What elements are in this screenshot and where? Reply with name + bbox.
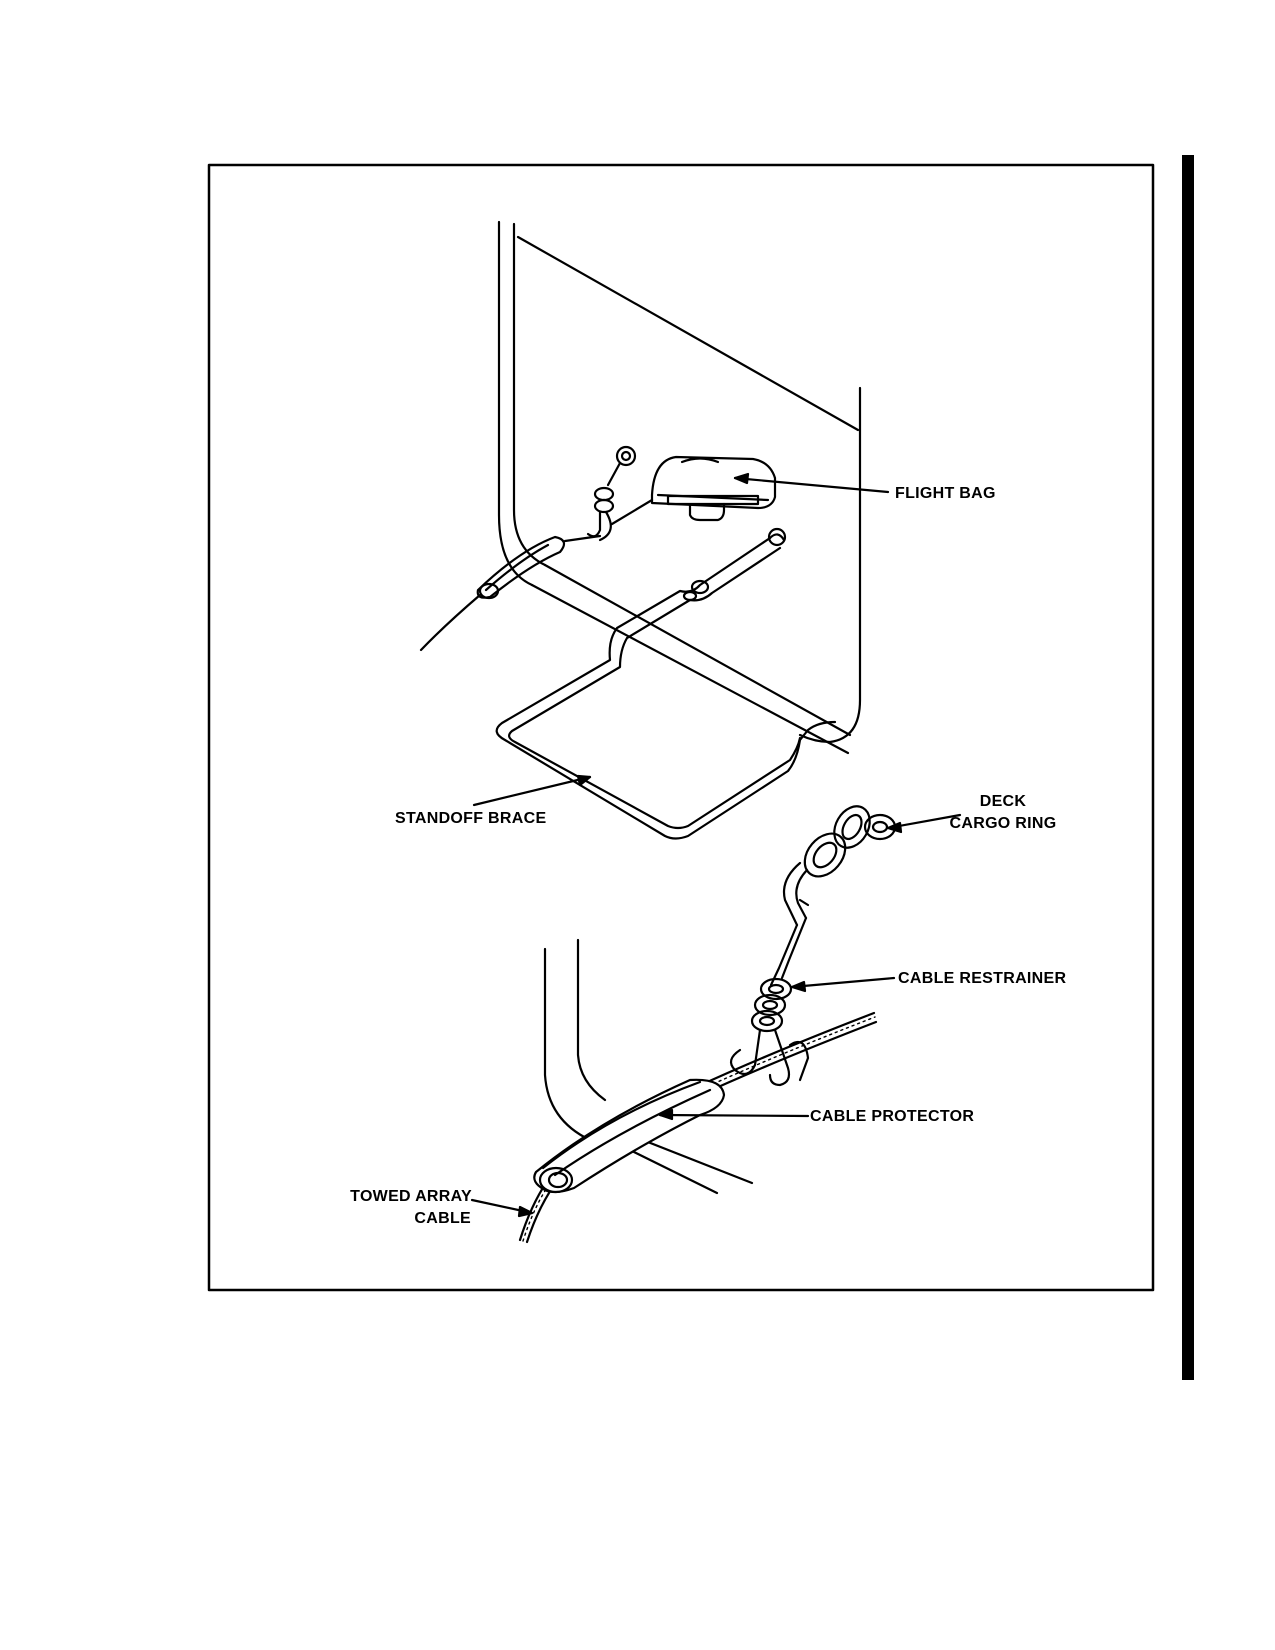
label-cable-restrainer: CABLE RESTRAINER	[898, 970, 1067, 987]
upper-cable-protector	[476, 535, 566, 600]
deck-cargo-ring	[803, 805, 897, 878]
lower-cable-protector	[533, 1078, 726, 1194]
standoff-brace	[495, 527, 837, 840]
standoff-brace-leader	[472, 775, 592, 807]
cable-restrainer-arrowhead	[790, 980, 807, 993]
label-towed-array-cable-line1: TOWED ARRAY	[350, 1188, 472, 1205]
towed-array-cable-arrowhead	[517, 1205, 534, 1218]
upper-illustration	[419, 220, 890, 840]
change-bar	[1182, 155, 1194, 1380]
lower-deck-edge-lower	[628, 1148, 719, 1195]
lower-illustration	[470, 805, 962, 1244]
upper-chain	[563, 445, 654, 543]
label-towed-array-cable-line2: CABLE	[414, 1210, 471, 1227]
cable-protector-arrowhead	[658, 1108, 674, 1121]
hull-outline	[497, 220, 534, 587]
lower-hull-inner-edge	[576, 938, 607, 1102]
flight-bag	[650, 455, 777, 522]
hull-slant-edge	[516, 235, 860, 432]
flight-bag-leader	[733, 476, 890, 494]
cable-protector-leader	[658, 1113, 810, 1118]
lower-hull-outline	[543, 947, 592, 1142]
upper-towed-cable	[419, 593, 482, 652]
lower-towed-cable	[518, 1011, 878, 1244]
figure-frame	[207, 163, 1155, 1292]
deck-edge-upper	[530, 583, 850, 755]
deck-edge-lower	[543, 563, 852, 737]
cable-restrainer-leader	[790, 976, 896, 989]
label-cable-protector: CABLE PROTECTOR	[810, 1108, 974, 1125]
hull-inner-edge	[512, 222, 547, 567]
hull-right-edge	[798, 386, 862, 744]
label-deck-cargo-ring-line2: CARGO RING	[950, 815, 1057, 832]
label-flight-bag: FLIGHT BAG	[895, 485, 996, 502]
standoff-brace-arrowhead	[576, 774, 592, 787]
label-standoff-brace: STANDOFF BRACE	[395, 810, 546, 827]
flight-bag-arrowhead	[733, 472, 750, 485]
cable-restrainer	[729, 861, 810, 1087]
label-deck-cargo-ring-line1: DECK	[980, 793, 1027, 810]
deck-cargo-ring-arrowhead	[886, 821, 903, 834]
